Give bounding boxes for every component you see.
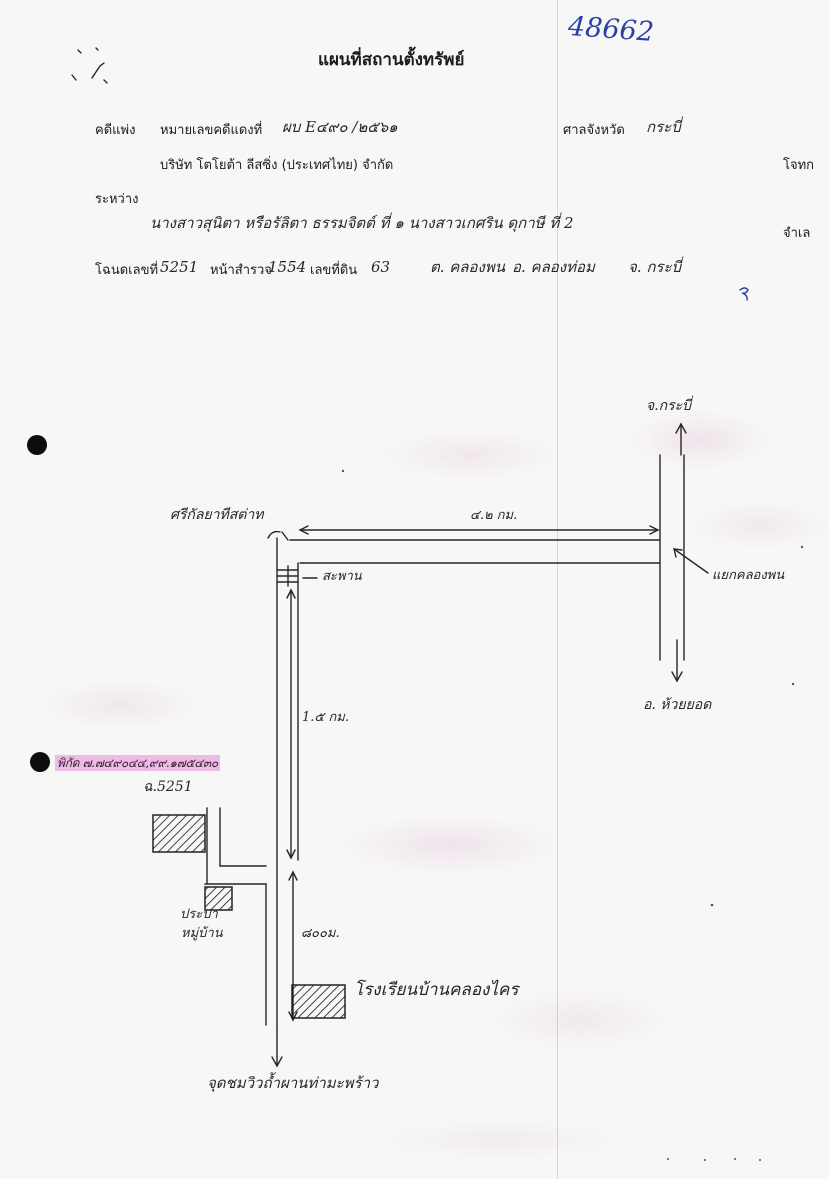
survey-label: หน้าสำรวจ xyxy=(210,263,272,278)
deed-number-label: โฉนดเลขที่ xyxy=(95,263,159,278)
scan-scribble xyxy=(71,47,108,84)
plaintiff-role: โจทก xyxy=(783,158,815,173)
junction-right-leader xyxy=(673,548,709,574)
hole-punch xyxy=(30,752,50,772)
plaintiff-name: บริษัท โตโยต้า ลีสซิ่ง (ประเทศไทย) จำกัด xyxy=(160,158,394,173)
court-label: ศาลจังหวัด xyxy=(563,123,625,138)
distance-4-2-km-dimension xyxy=(298,525,660,535)
case-type-label: คดีแพ่ง xyxy=(95,123,136,138)
label-coordinates: พิกัด ๗.๗๔๙๐๔๔,๙๙.๑๗๕๔๓๐ xyxy=(55,755,220,772)
defendant-role: จำเล xyxy=(783,226,811,241)
label-south-destination: อ. ห้วยยอด xyxy=(643,697,712,713)
court-value: กระบี่ xyxy=(646,118,681,136)
water-supply-building xyxy=(204,886,233,911)
label-distance-main: ๔.๒ กม. xyxy=(470,508,518,523)
subdistrict: ต. คลองพน xyxy=(430,258,505,276)
district: อ. คลองท่อม xyxy=(512,258,595,276)
handwritten-file-number: 48662 xyxy=(567,11,655,48)
province: จ. กระบี่ xyxy=(628,258,682,276)
label-distance-school: ๘๐๐ม. xyxy=(301,926,340,941)
label-junction-name: ศรีกัลยาทีสต่าท xyxy=(170,507,264,523)
school-building xyxy=(291,984,346,1019)
distance-1-5-km-dimension xyxy=(286,588,296,860)
label-water-supply-line1: ประปา xyxy=(180,907,218,922)
page-title: แผนที่สถานตั้งทรัพย์ xyxy=(318,50,465,70)
blue-ink-mark xyxy=(739,287,749,301)
parcel-value: 63 xyxy=(371,258,391,276)
deed-number-value: 5251 xyxy=(160,258,199,276)
label-school: โรงเรียนบ้านคลองไคร xyxy=(354,980,519,1000)
label-plot: ฉ.5251 xyxy=(143,779,193,795)
survey-value: 1554 xyxy=(268,258,307,276)
hole-punch xyxy=(27,435,47,455)
label-distance-side: 1.๕ กม. xyxy=(302,710,349,725)
paper-fold-line xyxy=(557,0,558,1179)
parcel-label: เลขที่ดิน xyxy=(310,263,358,278)
property-plot xyxy=(152,814,206,853)
between-label: ระหว่าง xyxy=(95,192,139,207)
label-north-destination: จ.กระบี่ xyxy=(646,398,692,414)
case-number-label: หมายเลขคดีแดงที่ xyxy=(160,123,263,138)
scan-specks xyxy=(341,469,804,1161)
label-bottom-destination: จุดชมวิวถ้ำผานท่ามะพร้าว xyxy=(207,1074,379,1092)
bridge-symbol xyxy=(276,565,299,587)
case-number-value: ผบ E๔๙๐ /๒๕๖๑ xyxy=(282,118,398,136)
label-junction-right: แยกคลองพน xyxy=(712,568,785,583)
arrow-to-krabi xyxy=(675,422,687,456)
label-water-supply-line2: หมู่บ้าน xyxy=(181,926,223,941)
junction-left-mark xyxy=(267,530,289,541)
label-bridge: สะพาน xyxy=(322,569,362,584)
arrow-to-huai-yot xyxy=(671,639,683,683)
arrow-to-viewpoint xyxy=(271,1024,283,1068)
defendant-names: นางสาวสุนิตา หรือรัลิตา ธรรมจิตต์ ที่ ๑ … xyxy=(150,214,574,232)
